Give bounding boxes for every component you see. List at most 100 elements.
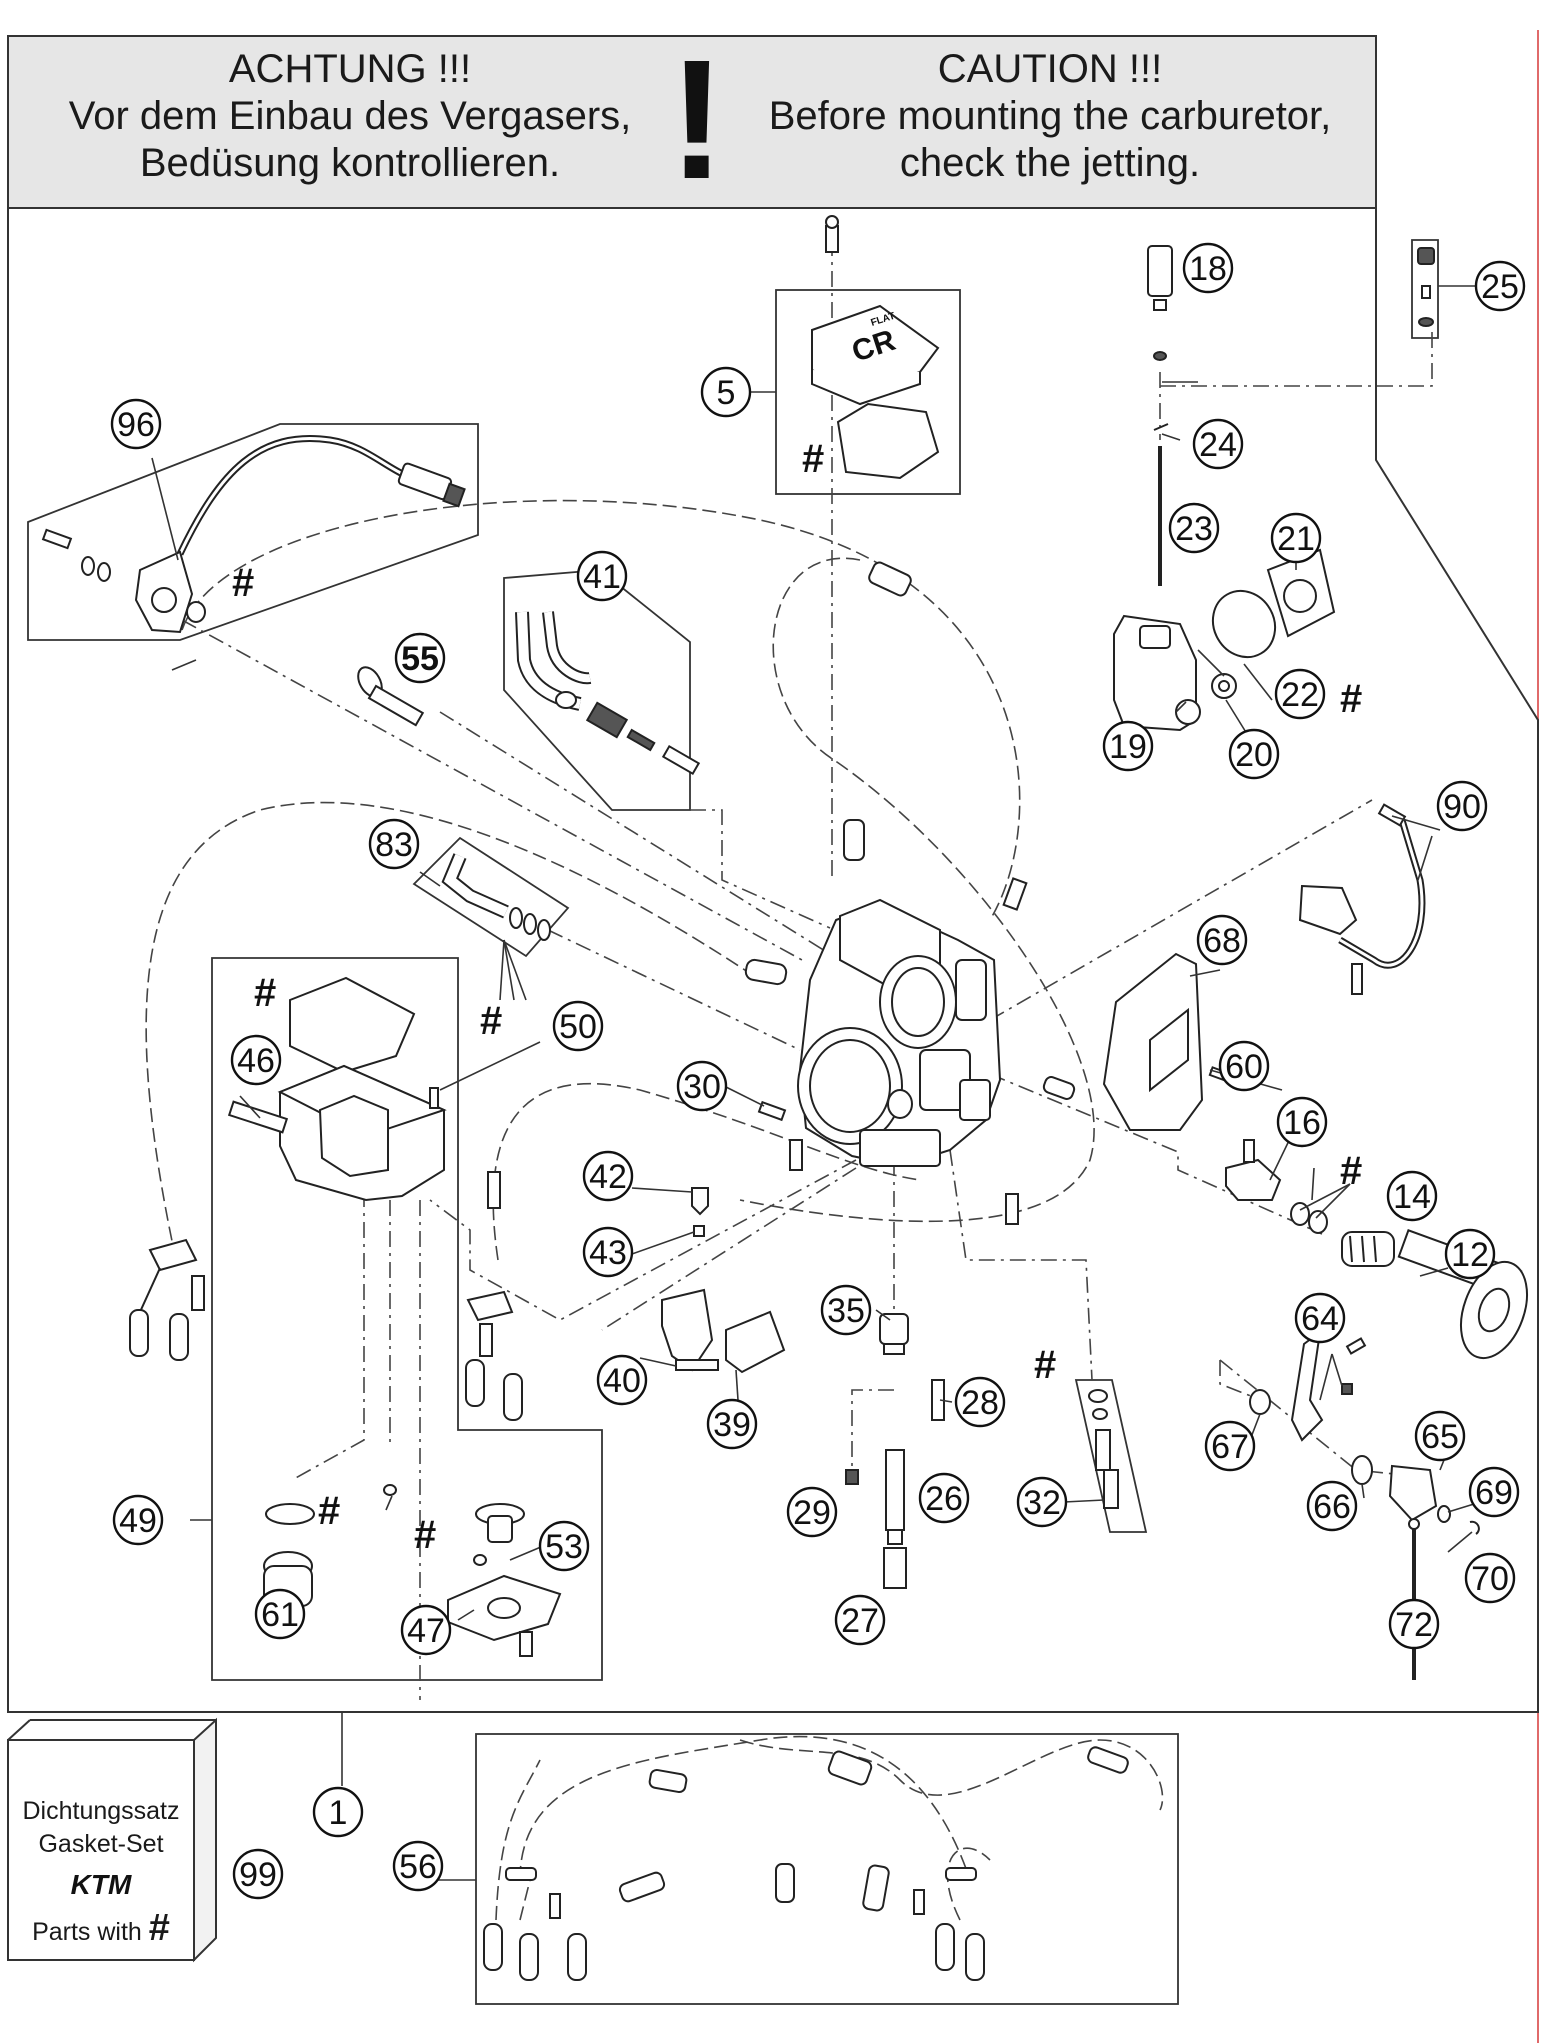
- svg-text:68: 68: [1203, 922, 1241, 960]
- callout-24: 24: [1192, 418, 1244, 470]
- callout-21: 21: [1270, 512, 1322, 564]
- svg-text:16: 16: [1283, 1104, 1321, 1142]
- part-drain-pipes: [129, 1238, 523, 1421]
- axis-line-25: [1160, 330, 1433, 387]
- callout-22: 22: [1274, 668, 1326, 720]
- svg-text:1: 1: [329, 1794, 348, 1832]
- svg-text:#: #: [1034, 1343, 1056, 1387]
- svg-text:22: 22: [1281, 676, 1319, 714]
- callout-96: 96: [110, 398, 162, 450]
- part-carburetor-body: [797, 898, 1002, 1168]
- svg-text:#: #: [232, 561, 254, 605]
- callout-1: 1: [312, 1786, 364, 1838]
- svg-text:23: 23: [1175, 510, 1213, 548]
- part-32-stack: [1088, 1389, 1119, 1509]
- axis-line-32: [949, 1149, 1093, 1381]
- callout-35: 35: [820, 1284, 872, 1336]
- part-needle-set: [1147, 245, 1173, 586]
- callout-46: 46: [230, 1034, 282, 1086]
- callout-68: 68: [1196, 914, 1248, 966]
- caution-english-line-3: check the jetting.: [899, 141, 1201, 185]
- svg-text:96: 96: [117, 406, 155, 444]
- hose-run-right-loop: [739, 557, 1095, 1223]
- callout-16: 16: [1276, 1096, 1328, 1148]
- part-96-sensor: [41, 435, 466, 634]
- svg-text:70: 70: [1471, 1560, 1509, 1598]
- callout-65: 65: [1414, 1410, 1466, 1462]
- callout-14: 14: [1386, 1170, 1438, 1222]
- svg-text:72: 72: [1395, 1606, 1433, 1644]
- svg-text:#: #: [802, 437, 824, 481]
- frame-83: [412, 836, 570, 958]
- svg-text:49: 49: [119, 1502, 157, 1540]
- svg-text:61: 61: [261, 1596, 299, 1634]
- callout-49: 49: [112, 1494, 164, 1546]
- part-body-screws: [744, 561, 1076, 1225]
- callout-39: 39: [706, 1398, 758, 1450]
- frame-41: [503, 569, 691, 811]
- axis-line-83: [547, 929, 801, 1051]
- svg-text:#: #: [414, 1513, 436, 1557]
- caution-banner: [7, 35, 1377, 209]
- caution-english: CAUTION !!! Before mounting the carburet…: [740, 46, 1360, 187]
- part-41-fittings: [515, 611, 701, 776]
- svg-text:53: 53: [545, 1528, 583, 1566]
- svg-text:18: 18: [1189, 250, 1227, 288]
- callout-56: 56: [392, 1840, 444, 1892]
- axis-line-28: [851, 1389, 894, 1470]
- main-frame: [7, 35, 1539, 1713]
- svg-text:30: 30: [683, 1068, 721, 1106]
- gasket-parts-with: Parts with #: [8, 1909, 194, 1949]
- axis-line-throttle: [989, 1073, 1323, 1235]
- svg-text:#: #: [480, 999, 502, 1043]
- frame-25: [1411, 239, 1439, 339]
- svg-text:14: 14: [1393, 1178, 1431, 1216]
- caution-german: ACHTUNG !!! Vor dem Einbau des Vergasers…: [40, 46, 660, 187]
- svg-text:20: 20: [1235, 736, 1273, 774]
- axis-line-61: [291, 1160, 365, 1481]
- part-55-screw: [357, 666, 425, 727]
- callout-5: 5: [700, 366, 752, 418]
- callout-12: 12: [1444, 1228, 1496, 1280]
- svg-text:#: #: [254, 971, 276, 1015]
- svg-text:67: 67: [1211, 1428, 1249, 1466]
- gasket-set-box: [7, 1717, 217, 1963]
- part-42-43-40-39: [661, 1187, 786, 1374]
- svg-text:#: #: [1340, 677, 1362, 721]
- callout-29: 29: [786, 1486, 838, 1538]
- callout-90: 90: [1436, 780, 1488, 832]
- parts-with-label: Parts with: [32, 1918, 142, 1946]
- callout-30: 30: [676, 1060, 728, 1112]
- svg-text:99: 99: [239, 1856, 277, 1894]
- svg-text:12: 12: [1451, 1236, 1489, 1274]
- frame-96: [27, 423, 479, 641]
- svg-text:60: 60: [1225, 1048, 1263, 1086]
- svg-text:46: 46: [237, 1042, 275, 1080]
- part-float-bowl: [227, 976, 562, 1657]
- hose-run-upper-loop: [181, 499, 1021, 921]
- callout-83: 83: [368, 818, 420, 870]
- svg-text:#: #: [318, 1489, 340, 1533]
- gasket-line-2: Gasket-Set: [38, 1830, 164, 1858]
- svg-text:66: 66: [1313, 1488, 1351, 1526]
- svg-text:65: 65: [1421, 1418, 1459, 1456]
- callout-99: 99: [232, 1848, 284, 1900]
- part-top-cover: CR FLAT: [811, 215, 940, 480]
- caution-english-line-1: CAUTION !!!: [937, 47, 1163, 91]
- svg-text:#: #: [1340, 1149, 1362, 1193]
- svg-text:64: 64: [1301, 1300, 1339, 1338]
- callout-23: 23: [1168, 502, 1220, 554]
- axis-line-49: [429, 1159, 857, 1321]
- callout-67: 67: [1204, 1420, 1256, 1472]
- svg-text:69: 69: [1475, 1474, 1513, 1512]
- svg-text:27: 27: [841, 1602, 879, 1640]
- svg-text:25: 25: [1481, 268, 1519, 306]
- callout-42: 42: [582, 1150, 634, 1202]
- svg-text:50: 50: [559, 1008, 597, 1046]
- caution-german-line-3: Bedüsung kontrollieren.: [139, 141, 561, 185]
- frame-32: [1074, 1379, 1148, 1533]
- callout-66: 66: [1306, 1480, 1358, 1532]
- svg-text:40: 40: [603, 1362, 641, 1400]
- svg-text:41: 41: [583, 558, 621, 596]
